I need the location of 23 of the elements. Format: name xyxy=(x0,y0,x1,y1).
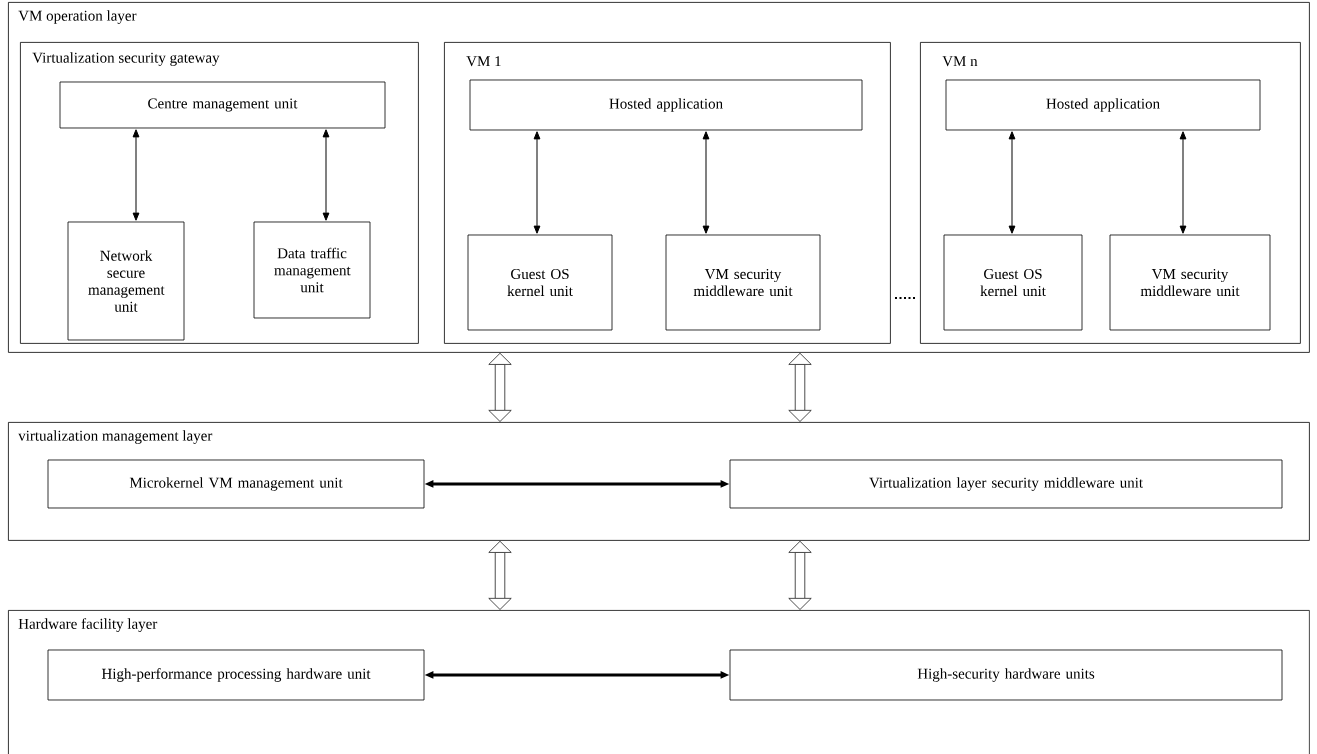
arrow xyxy=(533,131,541,234)
block-arrow xyxy=(788,352,812,422)
unit-box: Hosted application xyxy=(469,79,863,131)
arrow xyxy=(702,131,710,234)
unit-box: Data traffic management unit xyxy=(253,221,371,319)
block-arrow xyxy=(488,352,512,422)
block-arrow xyxy=(788,540,812,610)
unit-box: VM security middleware unit xyxy=(1109,234,1271,331)
arrow xyxy=(322,129,330,221)
unit-box: Network secure management unit xyxy=(67,221,185,341)
unit-box: Virtualization layer security middleware unit xyxy=(729,459,1283,509)
unit-box: Hosted application xyxy=(945,79,1261,131)
unit-box: Centre management unit xyxy=(59,81,386,129)
unit-box: High-performance processing hardware unit xyxy=(47,649,425,701)
unit-box: Microkernel VM management unit xyxy=(47,459,425,509)
arrow xyxy=(1008,131,1016,234)
unit-box: Guest OS kernel unit xyxy=(943,234,1083,331)
arrow xyxy=(1179,131,1187,234)
block-arrow xyxy=(488,540,512,610)
arrow xyxy=(132,129,140,221)
unit-box: High-security hardware units xyxy=(729,649,1283,701)
unit-box: Guest OS kernel unit xyxy=(467,234,613,331)
unit-box: VM security middleware unit xyxy=(665,234,821,331)
